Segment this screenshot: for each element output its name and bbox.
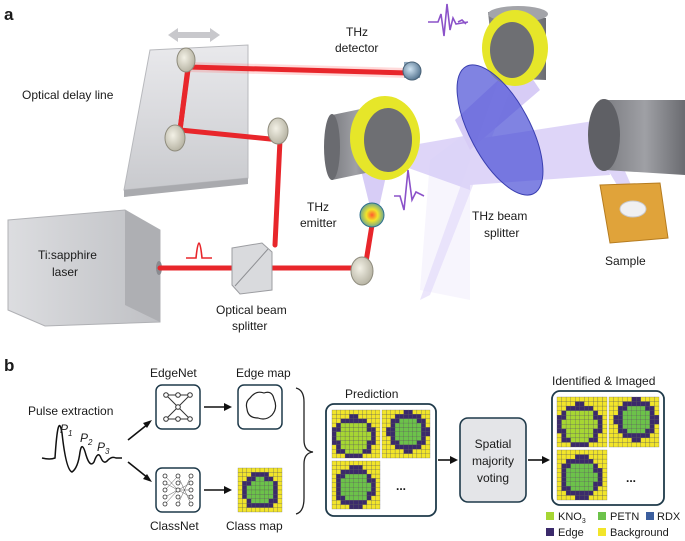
- legend-label-rdx: RDX: [657, 511, 681, 523]
- panel-a-letter: a: [4, 5, 14, 24]
- legend-label-petn: PETN: [610, 511, 639, 523]
- prediction-label: Prediction: [345, 387, 398, 401]
- panel-b-letter: b: [4, 356, 14, 375]
- panel-a: a Optical delay line: [4, 3, 685, 333]
- prediction-box: ...: [325, 403, 437, 517]
- laser-label-line2: laser: [52, 265, 78, 279]
- thz-detector: [402, 61, 422, 81]
- laser-label-line1: Ti:sapphire: [38, 248, 97, 262]
- legend-label-edge: Edge: [558, 527, 584, 539]
- class-map-label: Class map: [226, 519, 283, 533]
- optical-beam-splitter: [231, 242, 273, 295]
- voting-label-line2: majority: [472, 454, 514, 468]
- prediction-map-3: [331, 460, 381, 510]
- parabolic-mirror-emitter: [324, 96, 420, 180]
- identified-label: Identified & Imaged: [552, 374, 655, 388]
- prediction-map-2: [381, 409, 431, 459]
- legend-swatch-background: [598, 528, 606, 536]
- identified-ellipsis: ...: [626, 471, 636, 485]
- legend-swatch-kno3: [546, 512, 554, 520]
- optical-delay-line: [123, 28, 249, 197]
- class-map: [237, 467, 283, 513]
- pulse-labels: P1 P2 P3: [60, 422, 110, 456]
- delay-line-label: Optical delay line: [22, 88, 114, 102]
- spatial-majority-voting-box: Spatial majority voting: [459, 417, 527, 503]
- thz-emitter: [359, 202, 385, 228]
- delay-mirror-bottom: [164, 124, 186, 152]
- pulse-extraction-label: Pulse extraction: [28, 404, 113, 418]
- thz-emitter-label-line2: emitter: [300, 216, 337, 230]
- edgenet-label: EdgeNet: [150, 366, 197, 380]
- legend-swatch-rdx: [646, 512, 654, 520]
- legend-label-background: Background: [610, 527, 669, 539]
- delay-mirror-top: [176, 47, 196, 73]
- pulse-label-1: P1: [60, 422, 72, 438]
- pulse-label-3: P3: [97, 440, 110, 456]
- identified-box: ...: [551, 390, 665, 506]
- identified-grids: [556, 396, 660, 501]
- detector-waveform-icon: [428, 3, 469, 37]
- thz-splitter-label-line1: THz beam: [472, 209, 527, 223]
- prediction-map-1: [331, 409, 381, 459]
- fold-mirror: [267, 117, 289, 145]
- edge-map: [237, 384, 283, 430]
- edge-map-label: Edge map: [236, 366, 291, 380]
- pulse-label-2: P2: [80, 431, 93, 447]
- optical-pulse-icon: [186, 242, 212, 259]
- optical-beam: [157, 62, 411, 271]
- ti-sapphire-laser: [7, 209, 162, 327]
- class-map-grid: [237, 467, 283, 513]
- prediction-ellipsis: ...: [396, 479, 406, 493]
- identified-map-1: [556, 396, 608, 448]
- emitter-feed-mirror: [350, 256, 374, 286]
- merge-brace: [295, 387, 314, 515]
- parabolic-mirror-sample: [588, 99, 685, 175]
- thz-detector-label-line1: THz: [346, 25, 368, 39]
- edgenet-icon: [155, 384, 201, 430]
- delay-stage-arrow-icon: [168, 28, 220, 42]
- legend: KNO3 PETN RDX Edge Background: [546, 511, 681, 539]
- thz-detector-label-line2: detector: [335, 41, 378, 55]
- identified-map-2: [608, 396, 660, 448]
- prediction-grids: [331, 409, 431, 510]
- panel-b: b Pulse extraction P1 P2 P3 EdgeNet: [4, 356, 681, 539]
- optical-splitter-label-line1: Optical beam: [216, 303, 287, 317]
- sample-stage: [599, 182, 669, 244]
- delay-mirrors: [164, 47, 374, 286]
- thz-emitter-label-line1: THz: [307, 200, 329, 214]
- voting-label-line3: voting: [477, 471, 509, 485]
- thz-splitter-label-line2: splitter: [484, 226, 519, 240]
- optical-splitter-label-line2: splitter: [232, 319, 267, 333]
- voting-label-line1: Spatial: [475, 437, 512, 451]
- parabolic-mirror-detector: [482, 6, 548, 86]
- classnet-label: ClassNet: [150, 519, 199, 533]
- identified-map-3: [556, 449, 608, 501]
- legend-swatch-petn: [598, 512, 606, 520]
- classnet-icon: [155, 467, 201, 513]
- pulse-waveform: [41, 424, 122, 473]
- legend-swatch-edge: [546, 528, 554, 536]
- sample-label: Sample: [605, 254, 646, 268]
- emitter-waveform-icon: [394, 169, 425, 211]
- legend-label-kno3: KNO3: [558, 511, 586, 525]
- thz-beam-splitter: [456, 64, 544, 196]
